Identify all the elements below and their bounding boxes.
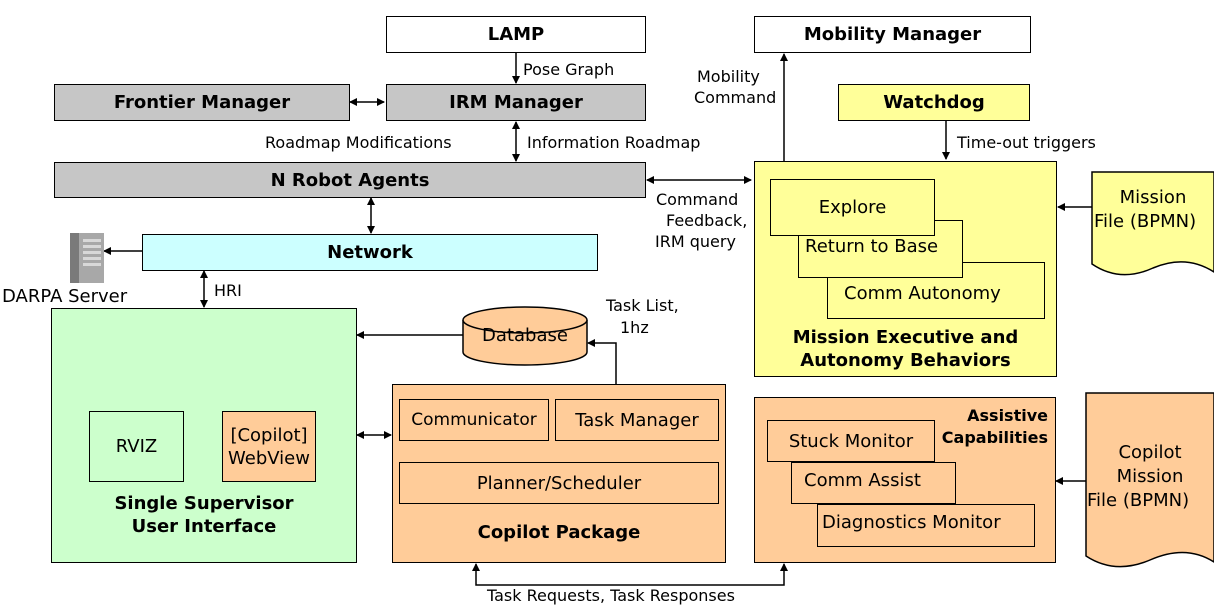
network-box: Network	[142, 234, 598, 271]
irm-manager-box: IRM Manager	[386, 84, 646, 121]
task-list-label-2: 1hz	[620, 318, 649, 337]
mission-executive-title-1: Mission Executive and	[792, 327, 1019, 348]
robot-agents-label: N Robot Agents	[270, 169, 430, 191]
diagnostics-monitor-label: Diagnostics Monitor	[822, 512, 1001, 533]
mobility-command-label-1: Mobility	[697, 67, 760, 86]
comm-assist-box: Comm Assist	[791, 462, 956, 504]
task-manager-box: Task Manager	[555, 399, 719, 441]
task-manager-label: Task Manager	[575, 409, 699, 431]
lamp-box: LAMP	[386, 16, 646, 53]
command-label-3: IRM query	[655, 232, 736, 251]
behavior-explore-label: Explore	[818, 197, 887, 218]
copilot-webview-box: [Copilot] WebView	[222, 411, 316, 482]
mobility-manager-box: Mobility Manager	[754, 16, 1031, 53]
information-roadmap-label: Information Roadmap	[527, 133, 701, 152]
comm-assist-label: Comm Assist	[804, 470, 921, 491]
copilot-package-title: Copilot Package	[477, 522, 641, 543]
communicator-box: Communicator	[399, 399, 549, 441]
mobility-manager-label: Mobility Manager	[803, 24, 982, 45]
watchdog-box: Watchdog	[838, 84, 1030, 121]
planner-scheduler-label: Planner/Scheduler	[476, 472, 642, 494]
mission-file-shape	[1091, 171, 1214, 276]
irm-manager-label: IRM Manager	[449, 92, 583, 113]
robot-agents-box: N Robot Agents	[54, 162, 646, 198]
mission-file-line-2: File (BPMN)	[1094, 211, 1197, 232]
supervisor-ui-title-1: Single Supervisor	[114, 493, 294, 514]
copilot-mission-file-line-3: File (BPMN)	[1087, 490, 1190, 511]
mobility-command-label-2: Command	[694, 88, 777, 107]
copilot-mission-file-line-1: Copilot	[1118, 442, 1182, 463]
watchdog-label: Watchdog	[883, 92, 985, 113]
hri-label: HRI	[214, 281, 242, 300]
rviz-box: RVIZ	[89, 411, 184, 482]
arrow-copilot-assistive	[472, 563, 788, 586]
copilot-mission-file-shape	[1085, 392, 1214, 568]
database-label: Database	[482, 325, 568, 346]
darpa-server-label: DARPA Server	[2, 286, 128, 307]
webview-line-1: [Copilot]	[230, 425, 308, 446]
behavior-return-to-base-label: Return to Base	[805, 236, 939, 257]
behavior-comm-autonomy-label: Comm Autonomy	[844, 283, 1001, 304]
diagnostics-monitor-box: Diagnostics Monitor	[817, 504, 1035, 547]
task-requests-label: Task Requests, Task Responses	[487, 586, 735, 605]
copilot-mission-file-line-2: Mission	[1116, 466, 1184, 487]
mission-file-line-1: Mission	[1119, 187, 1187, 208]
assistive-title-2: Capabilities	[941, 428, 1048, 447]
server-icon	[70, 233, 104, 283]
frontier-manager-box: Frontier Manager	[54, 84, 350, 121]
lamp-label: LAMP	[487, 24, 545, 45]
roadmap-modifications-label: Roadmap Modifications	[265, 133, 452, 152]
command-label-1: Command	[656, 190, 739, 209]
arrow-taskmanager-database	[587, 339, 617, 397]
behavior-explore: Explore	[770, 179, 935, 236]
network-label: Network	[327, 242, 413, 263]
mission-executive-title-2: Autonomy Behaviors	[800, 350, 1011, 371]
task-list-label-1: Task List,	[606, 296, 679, 315]
database-cylinder	[462, 306, 588, 366]
rviz-label: RVIZ	[115, 436, 158, 457]
assistive-title-1: Assistive	[967, 406, 1048, 425]
frontier-manager-label: Frontier Manager	[113, 92, 291, 113]
stuck-monitor-label: Stuck Monitor	[788, 430, 914, 452]
communicator-label: Communicator	[411, 410, 537, 430]
planner-scheduler-box: Planner/Scheduler	[399, 462, 719, 504]
timeout-triggers-label: Time-out triggers	[957, 133, 1096, 152]
pose-graph-label: Pose Graph	[523, 60, 615, 79]
webview-line-2: WebView	[228, 448, 310, 469]
supervisor-ui-title-2: User Interface	[131, 516, 277, 537]
stuck-monitor-box: Stuck Monitor	[767, 420, 935, 462]
command-label-2: Feedback,	[666, 211, 748, 230]
